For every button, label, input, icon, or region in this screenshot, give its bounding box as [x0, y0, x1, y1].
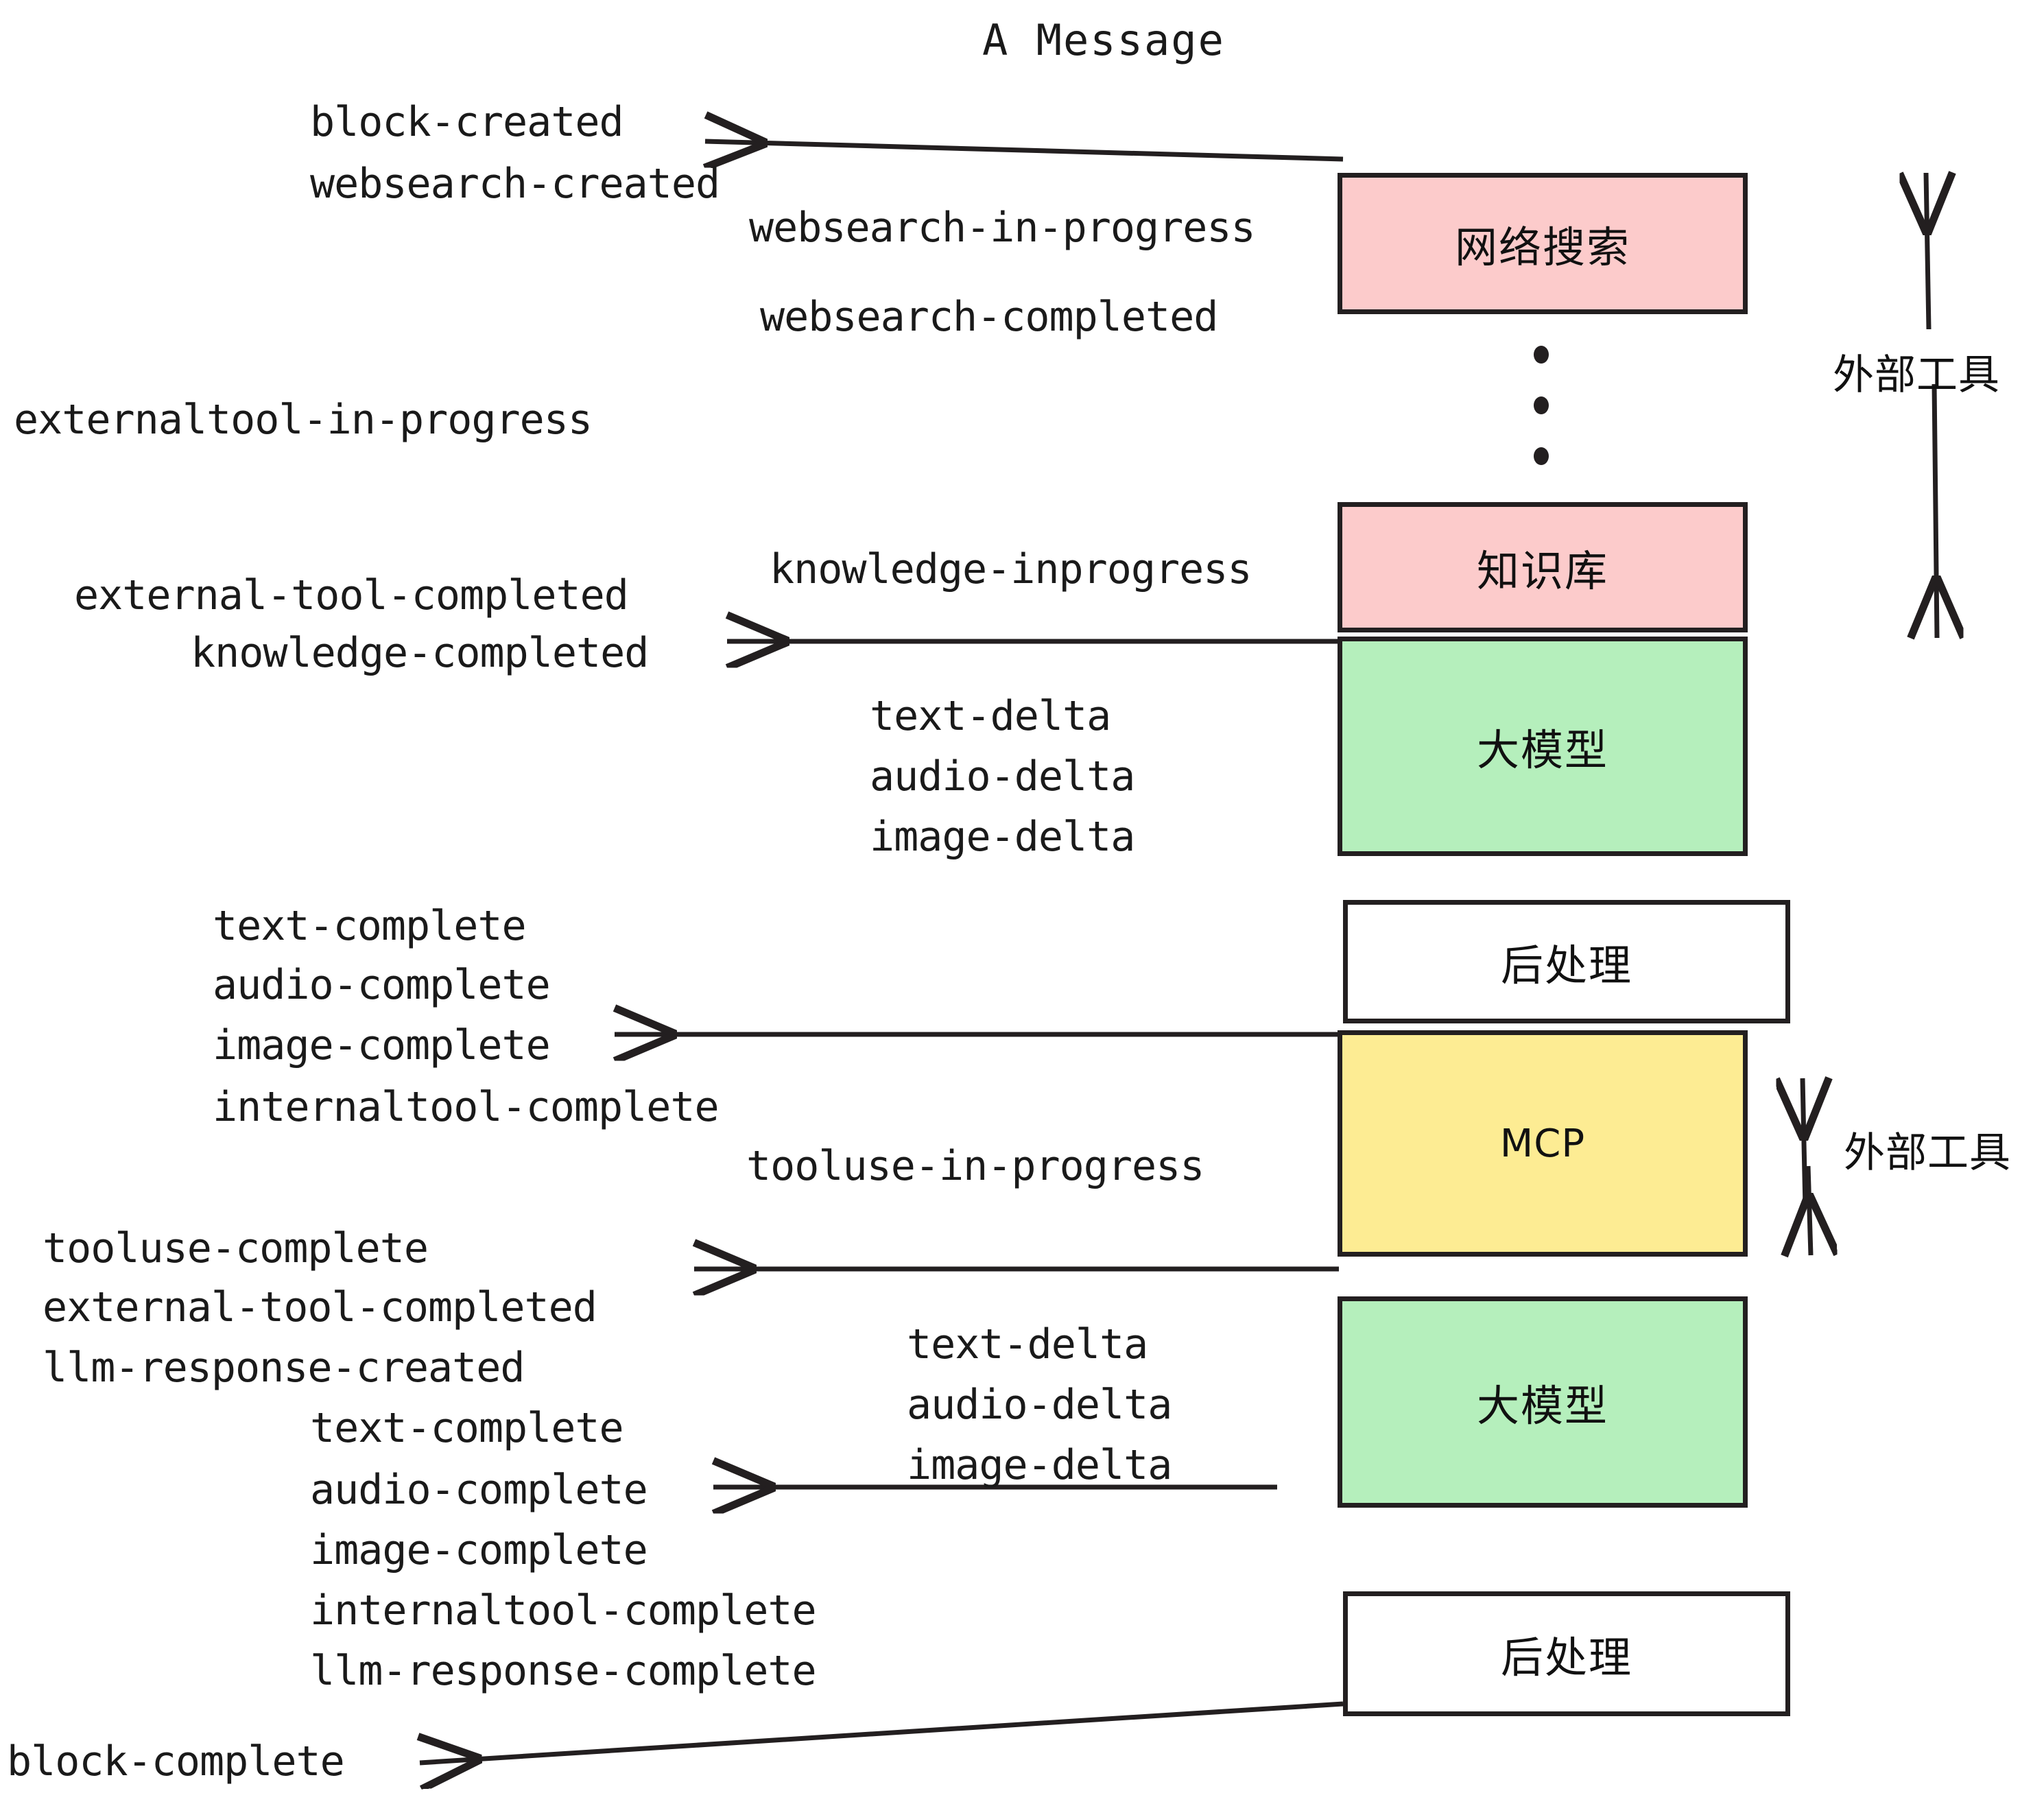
arrow-postprocess2-to-block-complete [420, 1701, 1344, 1763]
event-image-complete-1: image-complete [213, 1021, 551, 1069]
event-text-delta-2: text-delta [907, 1320, 1148, 1368]
event-external-tool-completed-1: external-tool-completed [74, 571, 629, 619]
ellipsis-dot-2 [1534, 396, 1549, 414]
event-llm-response-complete: llm-response-complete [310, 1647, 817, 1695]
arrow-external-tools-bottom-down [1808, 1165, 1811, 1255]
event-external-tool-completed-2: external-tool-completed [43, 1283, 597, 1331]
arrow-external-tools-bottom-up [1803, 1078, 1805, 1208]
event-internaltool-complete-2: internaltool-complete [310, 1587, 817, 1635]
page-title: A Message [982, 15, 1225, 65]
arrow-websearch-to-block-created [705, 141, 1344, 159]
event-tooluse-complete: tooluse-complete [43, 1224, 429, 1272]
event-llm-response-created: llm-response-created [43, 1344, 525, 1392]
node-postprocess-2[interactable]: 后处理 [1343, 1591, 1790, 1716]
event-image-delta-2: image-delta [907, 1441, 1172, 1489]
node-llm-1[interactable]: 大模型 [1338, 637, 1748, 856]
event-tooluse-in-progress: tooluse-in-progress [746, 1142, 1204, 1190]
event-text-delta-1: text-delta [870, 692, 1111, 740]
node-llm-2[interactable]: 大模型 [1338, 1296, 1748, 1508]
node-mcp[interactable]: MCP [1338, 1030, 1748, 1257]
node-postprocess-1[interactable]: 后处理 [1343, 900, 1790, 1023]
node-websearch[interactable]: 网络搜索 [1338, 173, 1748, 314]
ellipsis-dot-1 [1534, 346, 1549, 364]
event-websearch-completed: websearch-completed [760, 293, 1218, 341]
event-knowledge-inprogress: knowledge-inprogress [770, 545, 1252, 593]
event-audio-complete-1: audio-complete [213, 961, 551, 1009]
node-knowledge[interactable]: 知识库 [1338, 502, 1748, 632]
event-externaltool-in-progress: externaltool-in-progress [14, 396, 593, 444]
event-text-complete-1: text-complete [213, 902, 527, 950]
event-text-complete-2: text-complete [310, 1404, 624, 1452]
event-image-delta-1: image-delta [870, 813, 1135, 861]
event-audio-complete-2: audio-complete [310, 1466, 648, 1514]
arrow-external-tools-top-down [1934, 383, 1937, 638]
group-label-external-tools-top: 外部工具 [1833, 351, 2000, 399]
arrow-external-tools-top-up [1926, 173, 1929, 330]
event-internaltool-complete-1: internaltool-complete [213, 1083, 720, 1131]
event-image-complete-2: image-complete [310, 1526, 648, 1574]
event-block-complete: block-complete [7, 1737, 345, 1785]
ellipsis-dot-3 [1534, 447, 1549, 465]
event-block-created: block-created [310, 98, 624, 146]
event-websearch-created: websearch-created [310, 160, 720, 208]
group-label-external-tools-bottom: 外部工具 [1844, 1129, 2011, 1177]
event-knowledge-completed: knowledge-completed [191, 629, 649, 677]
event-websearch-in-progress: websearch-in-progress [749, 204, 1256, 252]
event-audio-delta-1: audio-delta [870, 752, 1135, 800]
event-audio-delta-2: audio-delta [907, 1381, 1172, 1429]
